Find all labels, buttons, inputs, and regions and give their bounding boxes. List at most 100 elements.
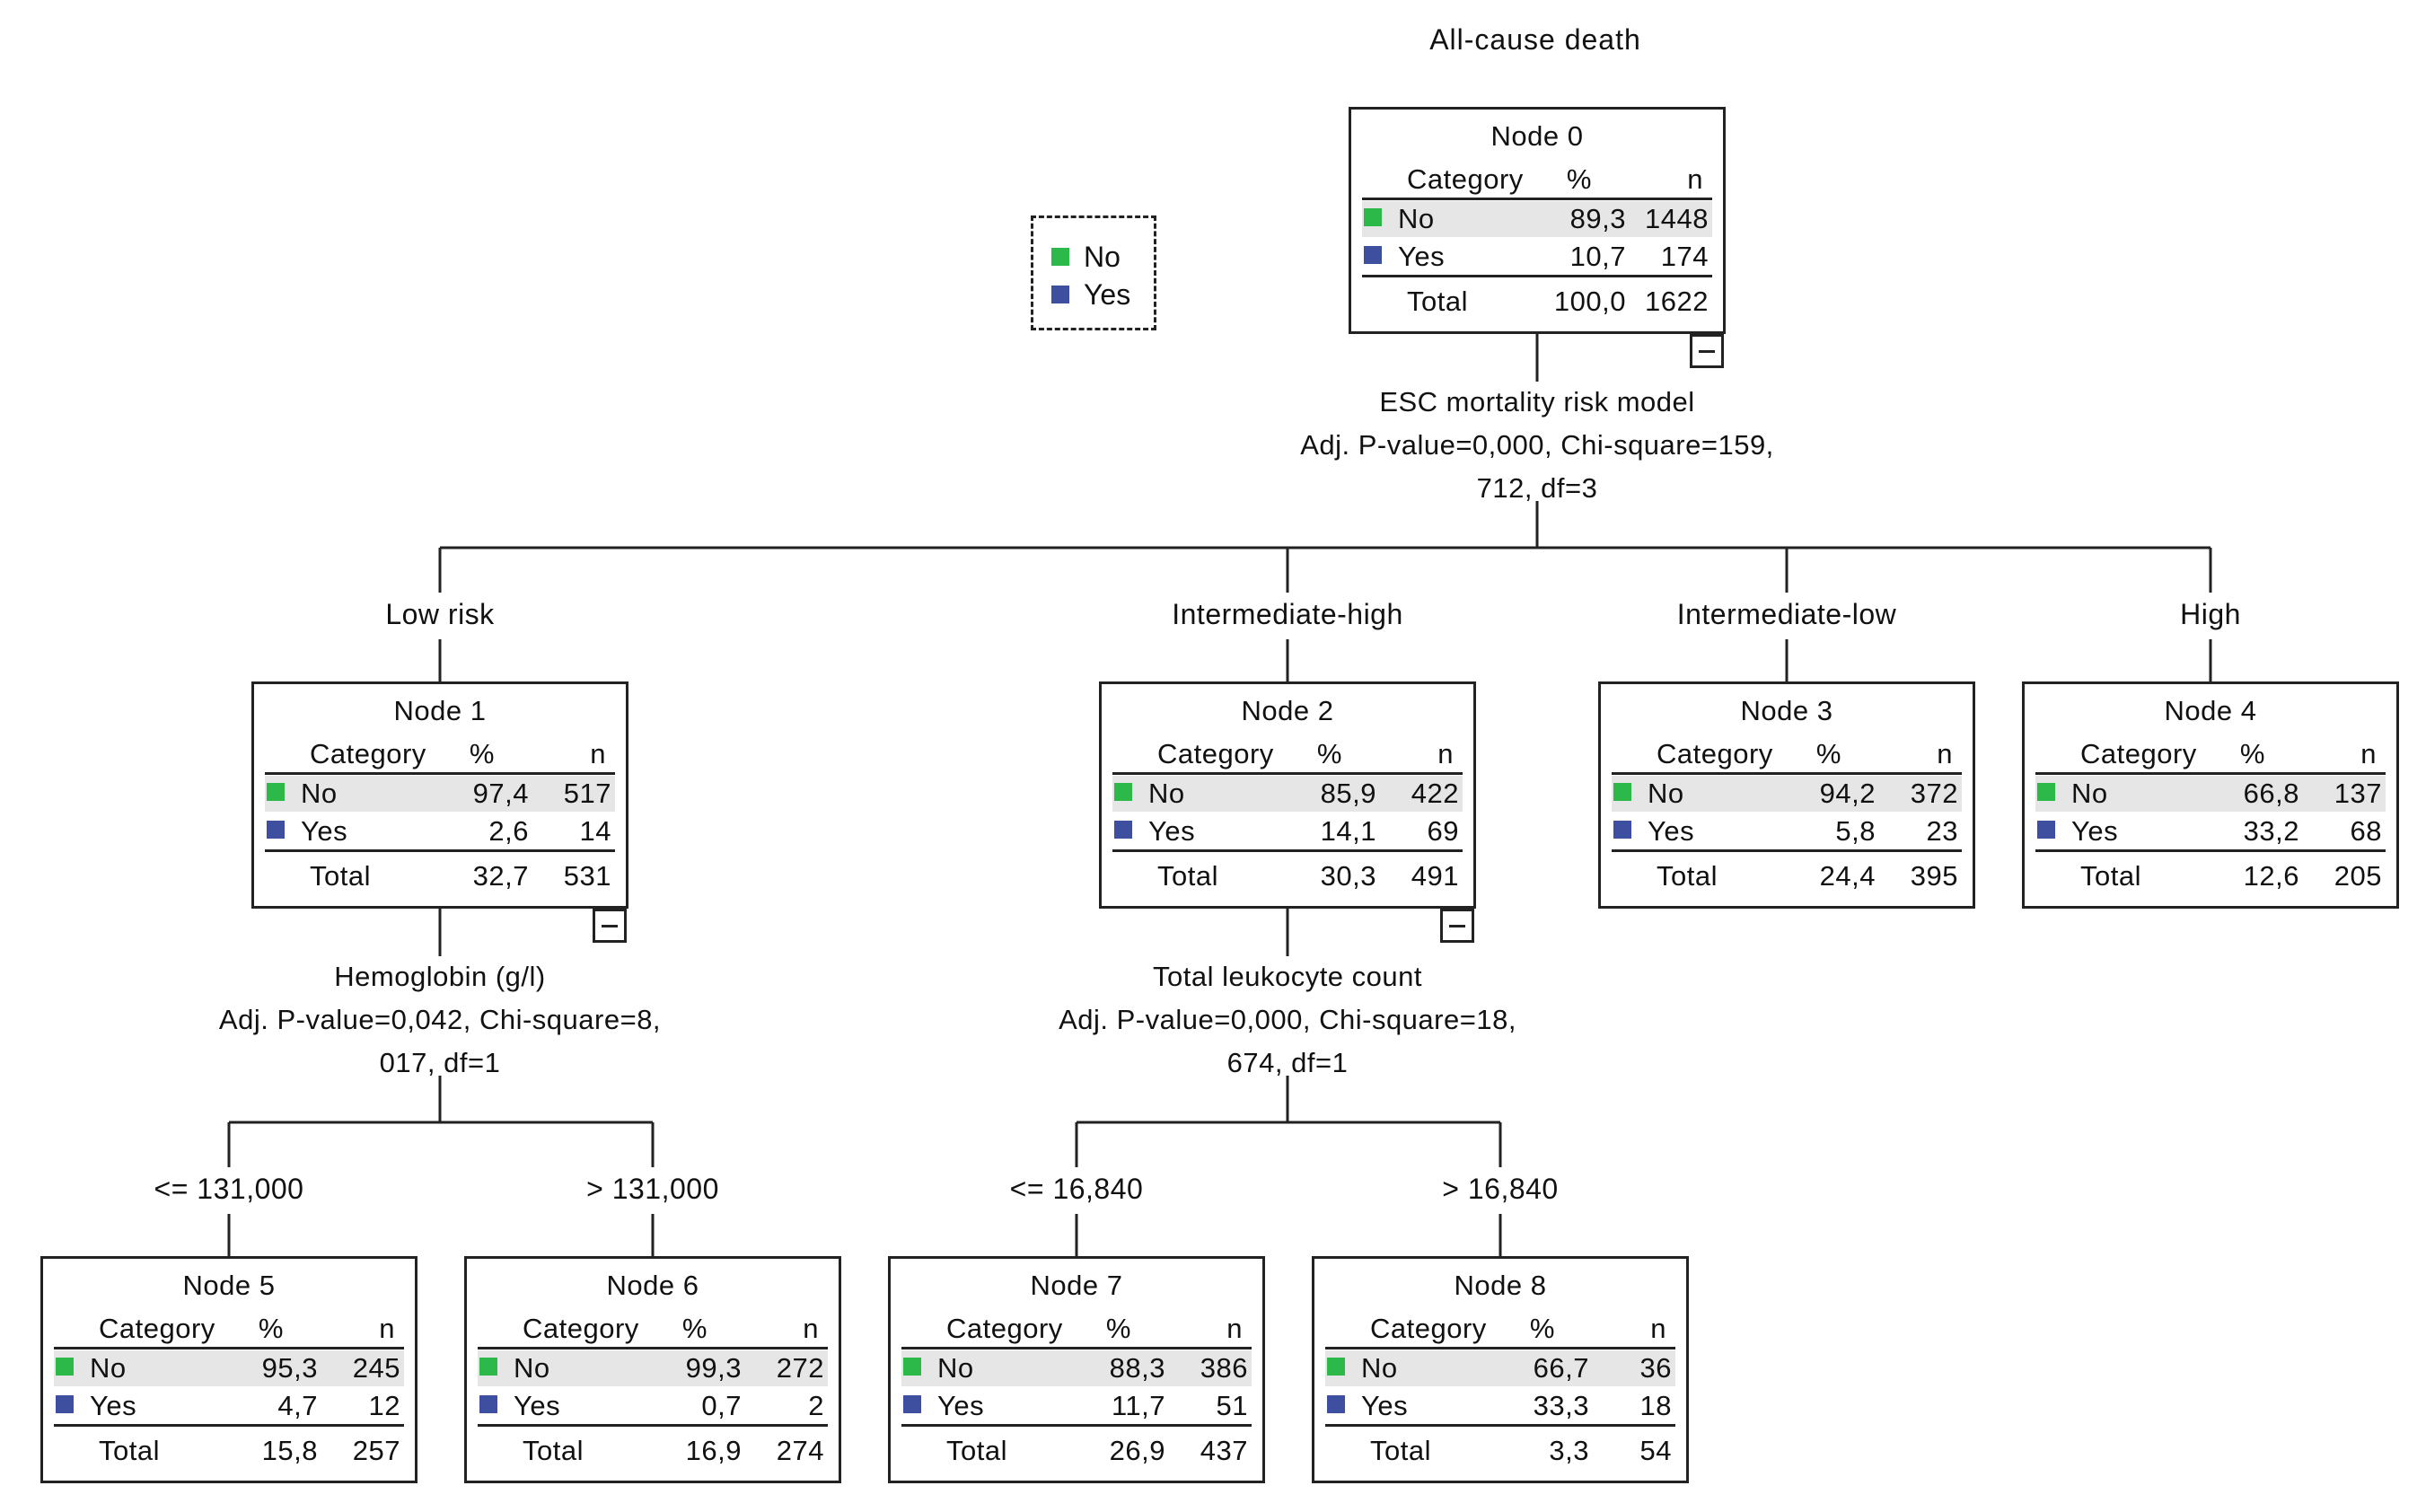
node-4[interactable]: Node 4 Category % n No 66,8 137 Yes 33,2… xyxy=(2022,681,2399,909)
table-row-yes: Yes 11,7 51 xyxy=(901,1388,1252,1427)
table-row-total: Total 16,9 274 xyxy=(478,1433,828,1469)
total-label: Total xyxy=(523,1435,584,1466)
header-category: Category xyxy=(946,1313,1063,1344)
edge-label-high: High xyxy=(2180,598,2241,630)
row-category: No xyxy=(301,778,338,809)
split-statistics: Adj. P-value=0,000, Chi-square=159, xyxy=(1300,429,1774,461)
row-category: Yes xyxy=(1398,241,1446,272)
row-percent: 95,3 xyxy=(261,1352,318,1384)
table-header: Category % n xyxy=(1612,736,1962,775)
header-n: n xyxy=(803,1313,819,1344)
split-variable: Hemoglobin (g/l) xyxy=(334,961,546,992)
table-row-no: No 94,2 372 xyxy=(1612,776,1962,812)
row-category: Yes xyxy=(2071,815,2119,847)
table-row-total: Total 15,8 257 xyxy=(54,1433,404,1469)
header-n: n xyxy=(1687,163,1703,195)
row-n: 68 xyxy=(2350,815,2382,847)
green-swatch-icon xyxy=(1051,248,1069,266)
legend-label: Yes xyxy=(1084,278,1131,311)
node-0[interactable]: Node 0 Category % n No 89,3 1448 Yes 10,… xyxy=(1349,107,1726,334)
table-row-total: Total 32,7 531 xyxy=(265,858,615,894)
split-statistics: Adj. P-value=0,000, Chi-square=18, xyxy=(1059,1004,1516,1035)
node-title: Node 8 xyxy=(1454,1270,1547,1301)
edge-label-low-risk: Low risk xyxy=(385,598,495,630)
green-swatch-icon xyxy=(1114,783,1132,801)
node-8[interactable]: Node 8 Category % n No 66,7 36 Yes 33,3 … xyxy=(1312,1256,1689,1483)
header-category: Category xyxy=(523,1313,639,1344)
split-statistics-cont: 017, df=1 xyxy=(379,1047,501,1078)
row-percent: 94,2 xyxy=(1819,778,1876,809)
row-percent: 66,8 xyxy=(2243,778,2299,809)
table-row-total: Total 24,4 395 xyxy=(1612,858,1962,894)
row-n: 69 xyxy=(1427,815,1459,847)
collapse-node-0-icon[interactable] xyxy=(1690,334,1724,368)
node-2[interactable]: Node 2 Category % n No 85,9 422 Yes 14,1… xyxy=(1099,681,1476,909)
row-n: 372 xyxy=(1910,778,1958,809)
row-percent: 33,3 xyxy=(1533,1390,1589,1421)
header-percent: % xyxy=(1316,738,1342,769)
total-percent: 32,7 xyxy=(472,860,529,892)
table-row-total: Total 3,3 54 xyxy=(1325,1433,1675,1469)
header-category: Category xyxy=(99,1313,215,1344)
row-category: No xyxy=(514,1352,550,1384)
split-variable: ESC mortality risk model xyxy=(1379,386,1695,418)
total-label: Total xyxy=(99,1435,160,1466)
row-category: Yes xyxy=(1361,1390,1409,1421)
header-category: Category xyxy=(310,738,426,769)
table-header: Category % n xyxy=(1362,162,1712,200)
green-swatch-icon xyxy=(1613,783,1631,801)
node-3[interactable]: Node 3 Category % n No 94,2 372 Yes 5,8 … xyxy=(1598,681,1975,909)
green-swatch-icon xyxy=(267,783,285,801)
row-category: No xyxy=(1148,778,1185,809)
total-percent: 16,9 xyxy=(685,1435,742,1466)
table-row-total: Total 12,6 205 xyxy=(2035,858,2386,894)
node-6[interactable]: Node 6 Category % n No 99,3 272 Yes 0,7 … xyxy=(464,1256,841,1483)
row-n: 23 xyxy=(1926,815,1958,847)
total-n: 395 xyxy=(1910,860,1958,892)
total-percent: 26,9 xyxy=(1109,1435,1165,1466)
header-n: n xyxy=(1937,738,1953,769)
node-title: Node 3 xyxy=(1740,695,1833,726)
legend-item-yes: Yes xyxy=(1051,276,1154,313)
row-percent: 66,7 xyxy=(1533,1352,1589,1384)
collapse-node-1-icon[interactable] xyxy=(593,909,627,943)
table-row-total: Total 30,3 491 xyxy=(1112,858,1463,894)
table-header: Category % n xyxy=(478,1311,828,1349)
table-row-no: No 97,4 517 xyxy=(265,776,615,812)
row-category: Yes xyxy=(90,1390,137,1421)
table-header: Category % n xyxy=(54,1311,404,1349)
row-category: No xyxy=(2071,778,2108,809)
blue-swatch-icon xyxy=(56,1395,74,1413)
header-n: n xyxy=(1650,1313,1666,1344)
row-category: Yes xyxy=(514,1390,561,1421)
table-row-no: No 66,7 36 xyxy=(1325,1350,1675,1386)
row-n: 12 xyxy=(368,1390,400,1421)
node-7[interactable]: Node 7 Category % n No 88,3 386 Yes 11,7… xyxy=(888,1256,1265,1483)
table-row-no: No 95,3 245 xyxy=(54,1350,404,1386)
header-n: n xyxy=(379,1313,395,1344)
node-title: Node 1 xyxy=(393,695,487,726)
split-statistics-cont: 674, df=1 xyxy=(1226,1047,1349,1078)
header-percent: % xyxy=(258,1313,284,1344)
total-percent: 15,8 xyxy=(261,1435,318,1466)
split-statistics: Adj. P-value=0,042, Chi-square=8, xyxy=(218,1004,662,1035)
table-header: Category % n xyxy=(901,1311,1252,1349)
legend-item-no: No xyxy=(1051,238,1154,276)
node-title: Node 0 xyxy=(1490,120,1584,152)
table-row-yes: Yes 33,3 18 xyxy=(1325,1388,1675,1427)
table-header: Category % n xyxy=(1112,736,1463,775)
collapse-node-2-icon[interactable] xyxy=(1440,909,1474,943)
table-row-yes: Yes 0,7 2 xyxy=(478,1388,828,1427)
row-category: No xyxy=(937,1352,974,1384)
header-percent: % xyxy=(469,738,495,769)
node-title: Node 2 xyxy=(1241,695,1334,726)
node-1[interactable]: Node 1 Category % n No 97,4 517 Yes 2,6 … xyxy=(251,681,628,909)
total-n: 274 xyxy=(776,1435,824,1466)
total-percent: 100,0 xyxy=(1553,286,1626,317)
row-percent: 11,7 xyxy=(1111,1390,1165,1421)
total-percent: 24,4 xyxy=(1819,860,1876,892)
blue-swatch-icon xyxy=(1051,286,1069,303)
node-5[interactable]: Node 5 Category % n No 95,3 245 Yes 4,7 … xyxy=(40,1256,417,1483)
tree-title: All-cause death xyxy=(1429,23,1641,56)
table-row-no: No 66,8 137 xyxy=(2035,776,2386,812)
